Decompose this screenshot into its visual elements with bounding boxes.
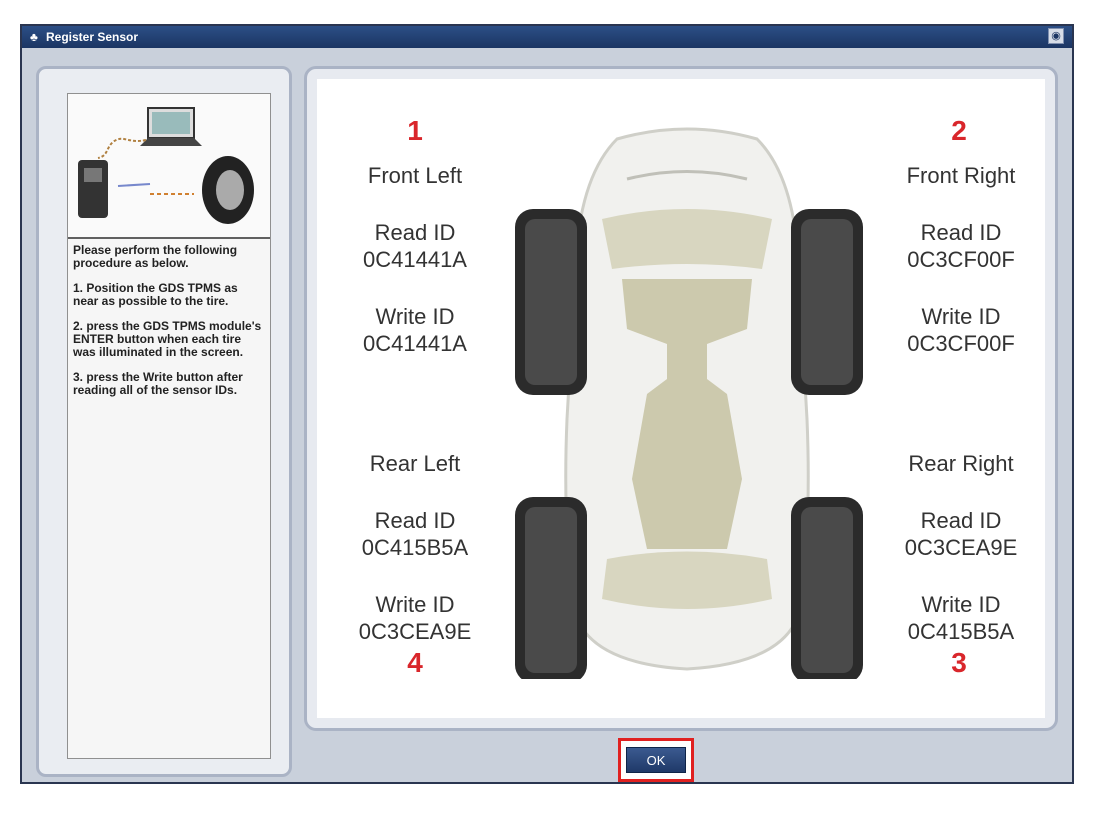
front-left-read-id: 0C41441A xyxy=(363,247,467,272)
front-left-tire-icon xyxy=(515,209,587,395)
tire-number-1: 1 xyxy=(407,115,423,146)
ok-button-highlight: OK xyxy=(618,738,694,782)
rear-left-write-id: 0C3CEA9E xyxy=(358,619,472,644)
front-left-read-label: Read ID xyxy=(374,220,456,245)
rear-right-read-label: Read ID xyxy=(920,508,1002,533)
rear-right-tire-icon xyxy=(791,497,863,679)
tire-number-3: 3 xyxy=(951,647,967,678)
front-left-write-id: 0C41441A xyxy=(363,331,467,356)
rear-right-write-id: 0C415B5A xyxy=(907,619,1015,644)
rear-right-sensor: Rear Right Read ID 0C3CEA9E Write ID 0C4… xyxy=(886,450,1036,645)
instructions-text: Please perform the following procedure a… xyxy=(73,244,265,409)
rear-left-write-label: Write ID xyxy=(375,592,455,617)
window-title: Register Sensor xyxy=(46,30,139,44)
title-bar: ♣ Register Sensor ◉ xyxy=(22,26,1072,48)
car-diagram xyxy=(515,127,863,679)
register-sensor-window: ♣ Register Sensor ◉ xyxy=(20,24,1074,784)
instructions-intro: Please perform the following procedure a… xyxy=(73,243,238,270)
front-right-read-id: 0C3CF00F xyxy=(907,247,1015,272)
instructions-step-2: 2. press the GDS TPMS module's ENTER but… xyxy=(73,319,262,359)
tpms-illustration xyxy=(68,94,270,239)
front-right-label: Front Right xyxy=(906,163,1016,188)
front-right-write-label: Write ID xyxy=(921,304,1001,329)
tire-icon xyxy=(202,156,254,224)
rear-right-label: Rear Right xyxy=(908,451,1014,476)
front-left-sensor: Front Left Read ID 0C41441A Write ID 0C4… xyxy=(340,162,490,357)
rear-left-read-label: Read ID xyxy=(374,508,456,533)
tire-diagram-panel: 1 Front Left Read ID 0C41441A Write ID 0… xyxy=(304,66,1058,731)
tire-diagram-area: 1 Front Left Read ID 0C41441A Write ID 0… xyxy=(317,79,1045,718)
front-right-tire-icon xyxy=(791,209,863,395)
tire-number-4: 4 xyxy=(407,647,423,678)
rear-left-read-id: 0C415B5A xyxy=(361,535,469,560)
tpms-device-icon xyxy=(78,160,108,218)
ok-button[interactable]: OK xyxy=(626,747,686,773)
laptop-icon xyxy=(140,107,202,146)
front-left-label: Front Left xyxy=(367,163,463,188)
car-body-icon xyxy=(564,127,810,671)
instructions-step-1: 1. Position the GDS TPMS as near as poss… xyxy=(73,281,238,308)
instructions-step-3: 3. press the Write button after reading … xyxy=(73,370,243,397)
app-icon[interactable]: ♣ xyxy=(30,30,38,44)
close-icon[interactable]: ◉ xyxy=(1048,28,1064,44)
front-left-write-label: Write ID xyxy=(375,304,455,329)
front-right-sensor: Front Right Read ID 0C3CF00F Write ID 0C… xyxy=(886,162,1036,357)
rear-left-tire-icon xyxy=(515,497,587,679)
instructions-box: Please perform the following procedure a… xyxy=(67,93,271,759)
tire-number-2: 2 xyxy=(951,115,967,146)
front-right-read-label: Read ID xyxy=(920,220,1002,245)
rear-right-read-id: 0C3CEA9E xyxy=(904,535,1018,560)
front-right-write-id: 0C3CF00F xyxy=(907,331,1015,356)
rear-right-write-label: Write ID xyxy=(921,592,1001,617)
instructions-panel: Please perform the following procedure a… xyxy=(36,66,292,777)
rear-left-label: Rear Left xyxy=(369,451,461,476)
rear-left-sensor: Rear Left Read ID 0C415B5A Write ID 0C3C… xyxy=(340,450,490,645)
